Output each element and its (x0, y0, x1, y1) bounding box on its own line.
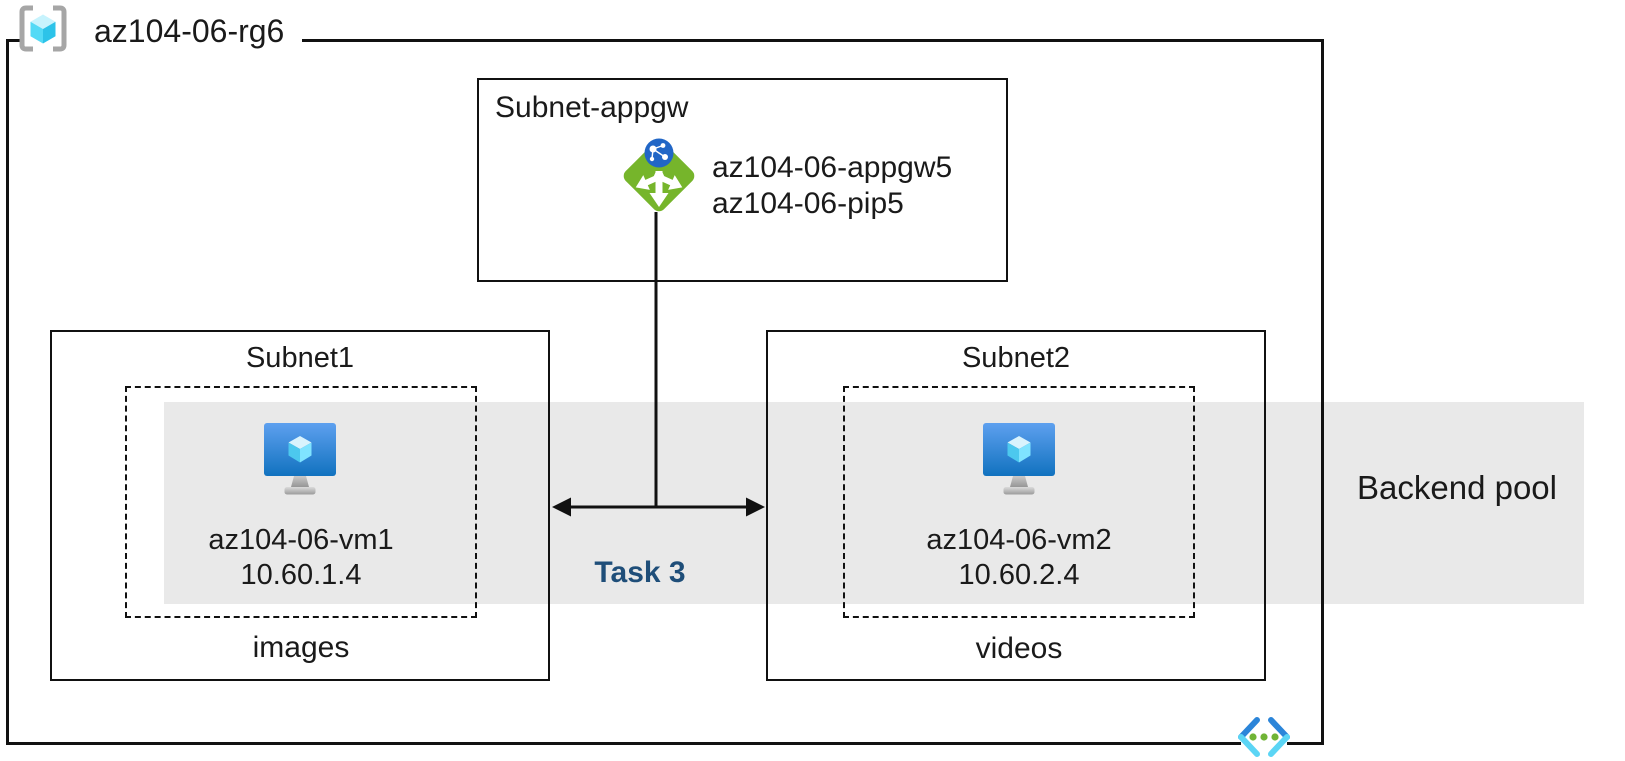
vm1-ip: 10.60.1.4 (240, 559, 362, 591)
vm2-labels: az104-06-vm2 10.60.2.4 (843, 523, 1195, 593)
appgw-name-label: az104-06-appgw5 (712, 151, 953, 184)
virtual-network-icon (1236, 715, 1292, 761)
subnet1-box: Subnet1 (50, 330, 550, 681)
subnet2-caption: videos (975, 632, 1063, 665)
resource-group-label: az104-06-rg6 (94, 12, 285, 49)
subnet1-caption: images (252, 631, 350, 664)
appgw-labels: az104-06-appgw5 az104-06-pip5 (712, 150, 952, 222)
vm2-virtual-machine-icon (982, 423, 1056, 502)
backend-pool-label: Backend pool (1357, 469, 1557, 506)
vm1-dashed-box (125, 386, 477, 618)
application-gateway-icon (619, 133, 699, 224)
subnet1-title: Subnet1 (245, 342, 355, 374)
vm2-dashed-box (843, 386, 1195, 618)
subnet2-title: Subnet2 (961, 342, 1071, 374)
resource-group-icon (18, 5, 68, 57)
task-label: Task 3 (594, 556, 686, 589)
vm1-labels: az104-06-vm1 10.60.1.4 (125, 523, 477, 593)
backend-pool-band (164, 402, 1584, 604)
vm1-name: az104-06-vm1 (208, 524, 394, 556)
vm1-virtual-machine-icon (263, 423, 337, 502)
appgw-subnet-box: Subnet-appgw az104-06-appgw5 az104-06-pi… (477, 78, 1008, 282)
resource-group-header: az104-06-rg6 (18, 5, 284, 57)
pip-name-label: az104-06-pip5 (712, 187, 904, 220)
appgw-subnet-title: Subnet-appgw (495, 91, 689, 124)
vm2-name: az104-06-vm2 (926, 524, 1112, 556)
vm2-ip: 10.60.2.4 (958, 559, 1080, 591)
resource-group-title-mask (20, 18, 302, 60)
resource-group-box (6, 39, 1324, 745)
subnet2-box: Subnet2 (766, 330, 1266, 681)
